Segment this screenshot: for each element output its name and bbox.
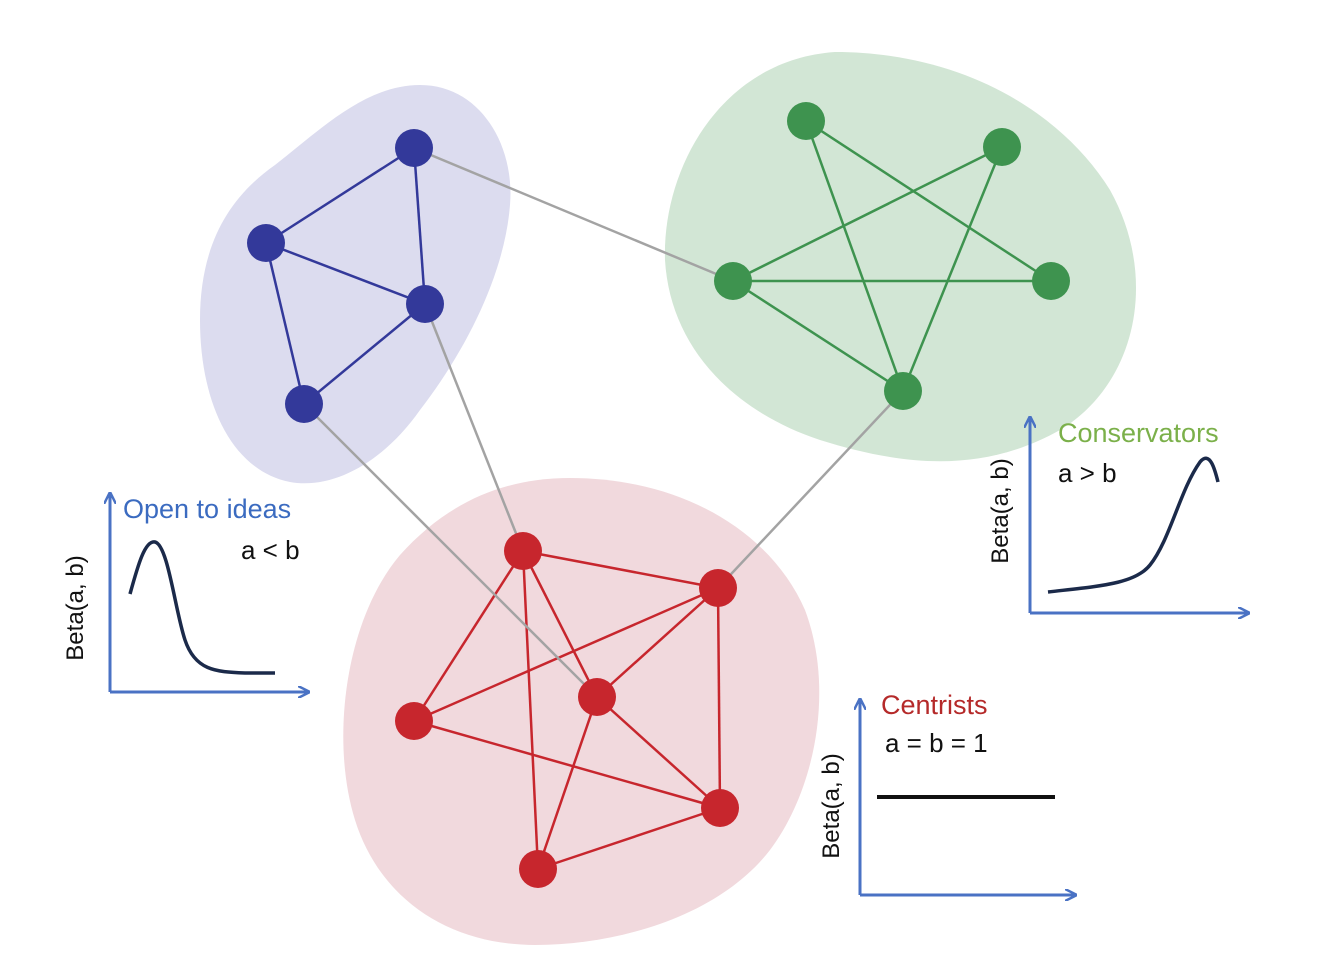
blue-node: [247, 224, 285, 262]
blue-cluster-edge: [303, 303, 426, 405]
green-cluster-edge: [732, 279, 904, 393]
centrists-y-label: Beta(a, b): [818, 753, 845, 859]
green-node: [787, 102, 825, 140]
blue-node: [395, 129, 433, 167]
open-beta-curve: [128, 540, 275, 675]
blue-cluster-blob: [200, 85, 511, 484]
centrists-title: Centrists: [881, 690, 988, 720]
open-y-label: Beta(a, b): [62, 555, 89, 661]
green-node: [1032, 262, 1070, 300]
conservators-beta-curve: [1047, 456, 1220, 594]
red-node: [519, 850, 557, 888]
inter-cluster-edge: [303, 403, 598, 698]
green-cluster-edge: [901, 146, 1004, 392]
blue-cluster-edge: [265, 146, 415, 245]
blue-cluster-edge: [264, 242, 306, 405]
red-cluster-edge: [596, 696, 721, 809]
red-cluster-edge: [596, 587, 719, 698]
blue-node: [285, 385, 323, 423]
red-cluster-edge: [537, 806, 721, 871]
blue-cluster-edge: [412, 147, 427, 305]
green-cluster-edge: [732, 145, 1003, 283]
green-cluster-edge: [805, 119, 1052, 283]
green-node: [884, 372, 922, 410]
blue-node: [406, 285, 444, 323]
green-cluster-edge: [804, 120, 905, 392]
red-node: [699, 569, 737, 607]
red-node: [395, 702, 433, 740]
red-cluster-edge: [521, 550, 540, 870]
conservators-title: Conservators: [1058, 418, 1219, 448]
red-cluster-edge: [412, 550, 525, 722]
red-cluster-edge: [522, 549, 719, 590]
red-node: [701, 789, 739, 827]
conservators-y-label: Beta(a, b): [987, 458, 1014, 564]
blue-cluster-edge: [265, 241, 426, 306]
red-node: [578, 678, 616, 716]
conservators-condition: a > b: [1058, 458, 1117, 488]
centrists-condition: a = b = 1: [885, 728, 988, 758]
green-node: [714, 262, 752, 300]
open-beta-plot: [110, 494, 308, 692]
inter-cluster-edge: [413, 146, 734, 283]
red-cluster-edge: [413, 719, 721, 810]
red-cluster-edge: [536, 696, 599, 870]
conservators-beta-plot: [1030, 418, 1248, 613]
red-cluster-edge: [413, 586, 719, 723]
inter-cluster-edge: [423, 303, 525, 552]
red-cluster-edge: [716, 587, 722, 809]
red-cluster-edge: [521, 550, 599, 698]
green-node: [983, 128, 1021, 166]
centrists-beta-plot: [860, 700, 1075, 895]
open-title: Open to ideas: [123, 494, 292, 524]
red-node: [504, 532, 542, 570]
open-condition: a < b: [241, 535, 300, 565]
inter-cluster-edge: [717, 390, 904, 589]
